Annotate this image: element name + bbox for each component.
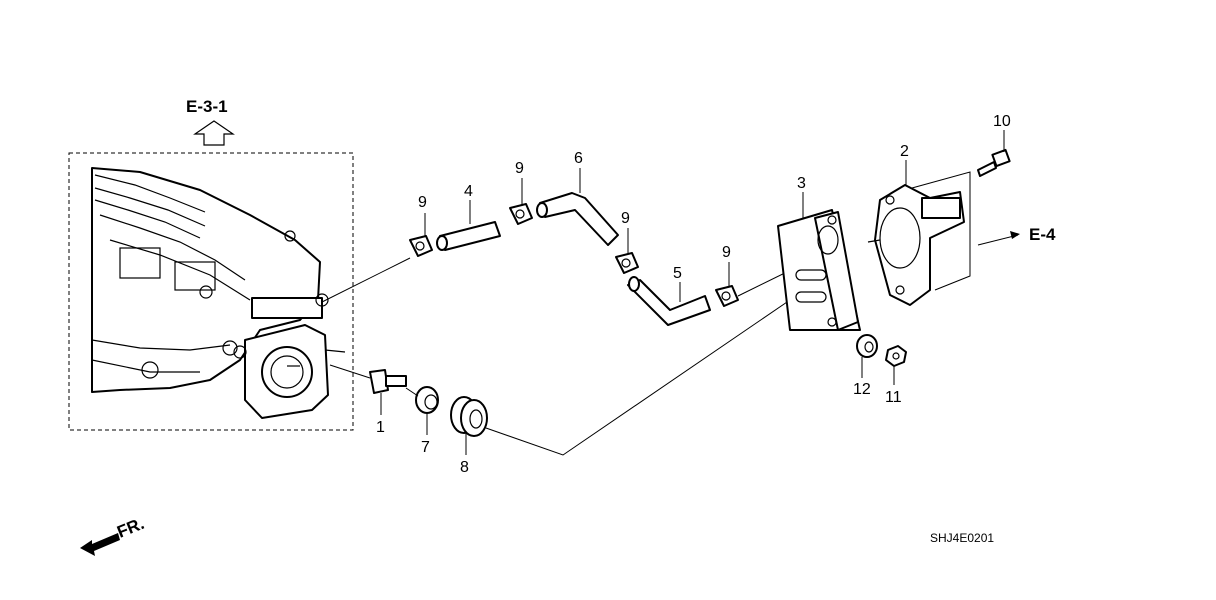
label-part-11: 11: [885, 389, 902, 406]
label-part-3: 3: [797, 175, 806, 192]
part-3-bracket[interactable]: 3: [777, 175, 861, 331]
part-1-joint[interactable]: 1: [329, 364, 407, 436]
arrow-head-e-4-icon: [1010, 231, 1020, 239]
label-part-12: 12: [853, 381, 871, 398]
part-2-actuator[interactable]: 2: [867, 143, 965, 306]
part-9-clamp-b[interactable]: 9: [509, 160, 533, 225]
arrow-line-e-4: [977, 234, 1019, 246]
part-9-clamp-c[interactable]: 9: [615, 210, 639, 274]
part-6-hose[interactable]: 6: [536, 150, 619, 246]
part-9-clamp-d[interactable]: 9: [715, 244, 739, 307]
part-8-grommet[interactable]: 8: [450, 396, 488, 476]
label-part-9-d: 9: [722, 244, 731, 261]
part-9-clamp-a[interactable]: 9: [409, 194, 433, 257]
part-7-washer[interactable]: 7: [405, 386, 439, 456]
label-part-8: 8: [460, 459, 469, 476]
part-11-nut[interactable]: 11: [885, 345, 907, 406]
front-direction-label: FR.: [114, 514, 147, 542]
reference-e-4-label: E-4: [1029, 225, 1056, 244]
part-4-hose[interactable]: 4: [436, 183, 501, 251]
reference-e-4[interactable]: E-4: [977, 225, 1056, 246]
reference-e-3-1-label: E-3-1: [186, 97, 228, 116]
label-part-9-c: 9: [621, 210, 630, 227]
part-10-bolt[interactable]: 10: [977, 113, 1011, 177]
label-part-10: 10: [993, 113, 1011, 130]
part-5-hose[interactable]: 5: [627, 265, 711, 326]
intake-manifold[interactable]: [91, 167, 346, 419]
label-part-6: 6: [574, 150, 583, 167]
intake-manifold-box: [68, 152, 354, 431]
diagram-code: SHJ4E0201: [930, 531, 994, 545]
label-part-9-b: 9: [515, 160, 524, 177]
front-arrow-icon: [80, 533, 120, 556]
reference-e-3-1[interactable]: E-3-1: [186, 97, 235, 146]
label-part-2: 2: [900, 143, 909, 160]
label-part-9-a: 9: [418, 194, 427, 211]
part-12-washer[interactable]: 12: [853, 334, 878, 398]
label-part-1: 1: [376, 419, 385, 436]
label-part-7: 7: [421, 439, 430, 456]
label-part-5: 5: [673, 265, 682, 282]
label-part-4: 4: [464, 183, 473, 200]
up-arrow-icon: [193, 120, 235, 146]
front-direction-indicator: FR.: [80, 514, 147, 556]
